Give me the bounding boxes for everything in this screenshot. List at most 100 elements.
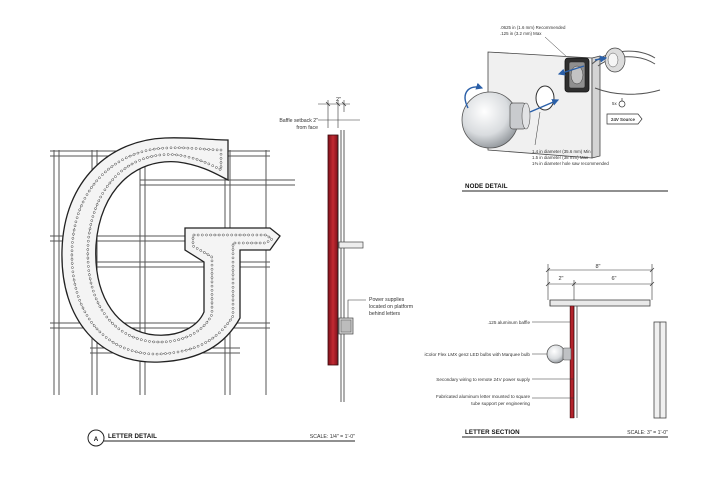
letter-section-title: LETTER SECTION [465, 429, 520, 436]
led-dot [205, 321, 209, 324]
led-dot [151, 352, 155, 356]
letter-detail-scale: SCALE: 1/4" = 1'-0" [310, 434, 355, 440]
led-dot [136, 151, 140, 155]
led-dot [103, 188, 107, 192]
led-dot [233, 241, 237, 245]
led-dot [111, 322, 114, 325]
node-hole [535, 85, 555, 111]
led-dot [231, 286, 235, 289]
led-dot [72, 232, 75, 236]
led-dot [157, 147, 160, 150]
led-dot [92, 211, 96, 214]
led-dot [219, 152, 223, 156]
led-dot [243, 233, 246, 237]
led-dot [76, 295, 80, 298]
led-dot [226, 233, 229, 237]
led-dot [199, 327, 203, 330]
led-dot [92, 324, 96, 328]
led-dot [152, 340, 155, 344]
led-dot [207, 148, 210, 151]
power-note-3: behind letters [369, 311, 401, 317]
led-dot [89, 281, 93, 285]
letter-detail-view: 2" Baffle setback 2" from face Power sup… [50, 97, 413, 447]
led-dot [222, 233, 225, 237]
section-dim-left: 2" [558, 276, 563, 282]
led-dot [128, 334, 131, 337]
led-dot [210, 289, 214, 292]
led-dot [117, 327, 121, 331]
led-dot [90, 219, 94, 222]
node-detail-title: NODE DETAIL [465, 183, 508, 190]
led-dot [219, 148, 223, 152]
baffle-note-1: Baffle setback 2" [279, 118, 318, 124]
led-dot [181, 337, 184, 340]
led-dot [231, 265, 235, 268]
led-dot [100, 308, 104, 312]
led-dot [172, 351, 176, 354]
led-dot [144, 339, 147, 343]
led-dot [231, 273, 235, 277]
led-dot [210, 301, 214, 305]
led-dot [179, 154, 183, 157]
led-dot [103, 312, 106, 315]
led-dot [229, 318, 232, 322]
baffle-dimension [318, 100, 360, 128]
led-dot [192, 233, 196, 237]
led-dot [231, 248, 235, 251]
led-dot-group [70, 146, 273, 356]
power-source-symbol [618, 98, 626, 108]
led-dot [139, 351, 142, 355]
led-dot [120, 329, 124, 333]
led-dot [192, 346, 196, 350]
led-dot [192, 332, 196, 335]
led-dot [146, 156, 149, 159]
section-note-4b: tube support per engineering [471, 401, 530, 406]
power-note-1: Power supplies [369, 297, 405, 303]
led-dot [85, 314, 89, 317]
led-dot [83, 310, 87, 314]
led-dot [73, 282, 77, 286]
led-dot [156, 340, 160, 344]
led-dot [78, 208, 81, 212]
led-dot [111, 341, 115, 344]
led-dot [154, 154, 157, 157]
led-dot [210, 255, 213, 259]
led-dot [231, 260, 235, 264]
node-note-top-1: .0625 in (1.6 mm) Recommended [500, 25, 566, 30]
led-dot [91, 215, 95, 218]
letter-section-view: 8" 2" 6" .125 aluminum baffle iColor Fle… [425, 264, 668, 438]
led-dot [199, 159, 203, 163]
led-dot [217, 233, 221, 237]
led-dot [231, 290, 235, 293]
led-dot [238, 233, 242, 237]
led-dot [210, 297, 214, 301]
detail-badge-circle [87, 429, 105, 447]
led-dot [128, 154, 132, 158]
led-dot [234, 233, 238, 237]
led-dot [162, 153, 166, 156]
led-dot [120, 169, 123, 173]
led-dot [231, 298, 235, 302]
led-dot [111, 178, 114, 182]
led-dot [72, 278, 76, 282]
led-dot [191, 237, 195, 240]
led-dot [121, 158, 124, 162]
led-dot [183, 154, 187, 158]
led-dot [230, 233, 233, 237]
led-dot [107, 167, 110, 171]
led-dot [114, 162, 117, 166]
led-dot [127, 164, 130, 168]
led-dot [87, 189, 91, 193]
led-dot [200, 343, 204, 346]
baffle-note-2: from face [296, 125, 318, 131]
led-dot [164, 352, 167, 355]
section-letter-body [549, 299, 667, 419]
led-dot [89, 223, 93, 226]
led-dot [88, 277, 92, 281]
section-note-2: iColor Flex LMX gen2 LED bulbs with Marq… [425, 352, 531, 357]
led-dot [93, 293, 96, 297]
led-dot [147, 352, 150, 356]
led-dot [210, 310, 214, 313]
led-dot [70, 245, 74, 248]
